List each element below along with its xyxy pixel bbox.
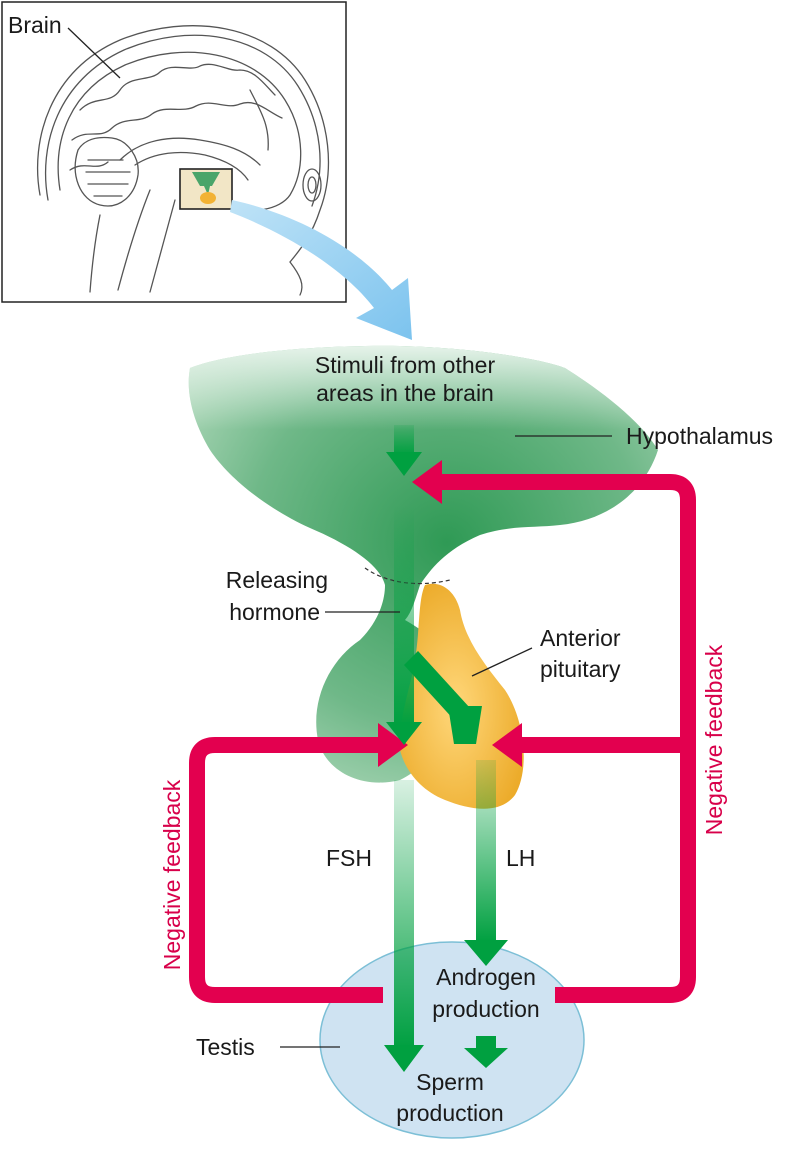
brain-label: Brain: [8, 12, 62, 38]
feedback-path-left: [189, 737, 383, 1003]
fsh-label: FSH: [326, 845, 372, 871]
releasing-hormone-shaft: [394, 505, 414, 725]
zoom-pointer-arrow: [230, 200, 412, 340]
mini-pituitary: [200, 192, 216, 204]
hypothalamus-label: Hypothalamus: [626, 423, 773, 449]
hypothalamus-boundary-dashed: [364, 567, 451, 585]
lh-label: LH: [506, 845, 535, 871]
negative-feedback-left-label: Negative feedback: [159, 779, 185, 970]
releasing-hormone-label-line2: hormone: [229, 599, 320, 625]
stimuli-arrow-shaft: [394, 425, 414, 455]
mini-hypothalamus: [192, 172, 220, 186]
testis-shape: [319, 941, 585, 1139]
sperm-production-label-line1: Sperm: [416, 1069, 484, 1095]
leader-lines: [280, 435, 612, 1048]
negative-feedback-right-label: Negative feedback: [701, 644, 727, 835]
fsh-arrow-shaft: [394, 780, 414, 1048]
fsh-arrowhead: [384, 1045, 424, 1072]
anterior-pituitary-label-line2: pituitary: [540, 656, 621, 682]
releasing-to-lh-branch: [404, 651, 470, 722]
anterior-pituitary-label-line1: Anterior: [540, 625, 621, 651]
releasing-hormone-label-line1: Releasing: [226, 567, 328, 593]
anterior-pituitary-shape: [399, 583, 524, 809]
stimuli-label-line2: areas in the brain: [316, 380, 494, 406]
releasing-to-fsh-arrowhead: [386, 722, 422, 745]
hormone-arrows: [384, 425, 508, 1072]
testis-label: Testis: [196, 1034, 255, 1060]
stimuli-label-line1: Stimuli from other: [315, 352, 496, 378]
brain-leader-line: [67, 27, 121, 79]
lh-arrow-shaft: [476, 760, 496, 942]
anterior-pituitary-leader-line: [471, 647, 533, 677]
androgen-production-label-line1: Androgen: [436, 964, 536, 990]
feedback-arrowhead-lh: [492, 723, 522, 767]
negative-feedback-arrows: [189, 460, 696, 1003]
stimuli-arrowhead: [386, 452, 422, 476]
sperm-production-label-line2: production: [396, 1100, 503, 1126]
releasing-to-lh-arrowhead: [448, 706, 482, 744]
feedback-arrowhead-hypothalamus: [412, 460, 442, 504]
feedback-arrowhead-fsh: [378, 723, 408, 767]
androgen-to-sperm-shaft: [476, 1036, 496, 1050]
androgen-to-sperm-arrowhead: [464, 1048, 508, 1068]
hypothalamus-shape: [188, 345, 659, 783]
lh-arrowhead: [464, 940, 508, 966]
androgen-production-label-line2: production: [432, 996, 539, 1022]
brain-inset: Brain: [1, 1, 347, 303]
